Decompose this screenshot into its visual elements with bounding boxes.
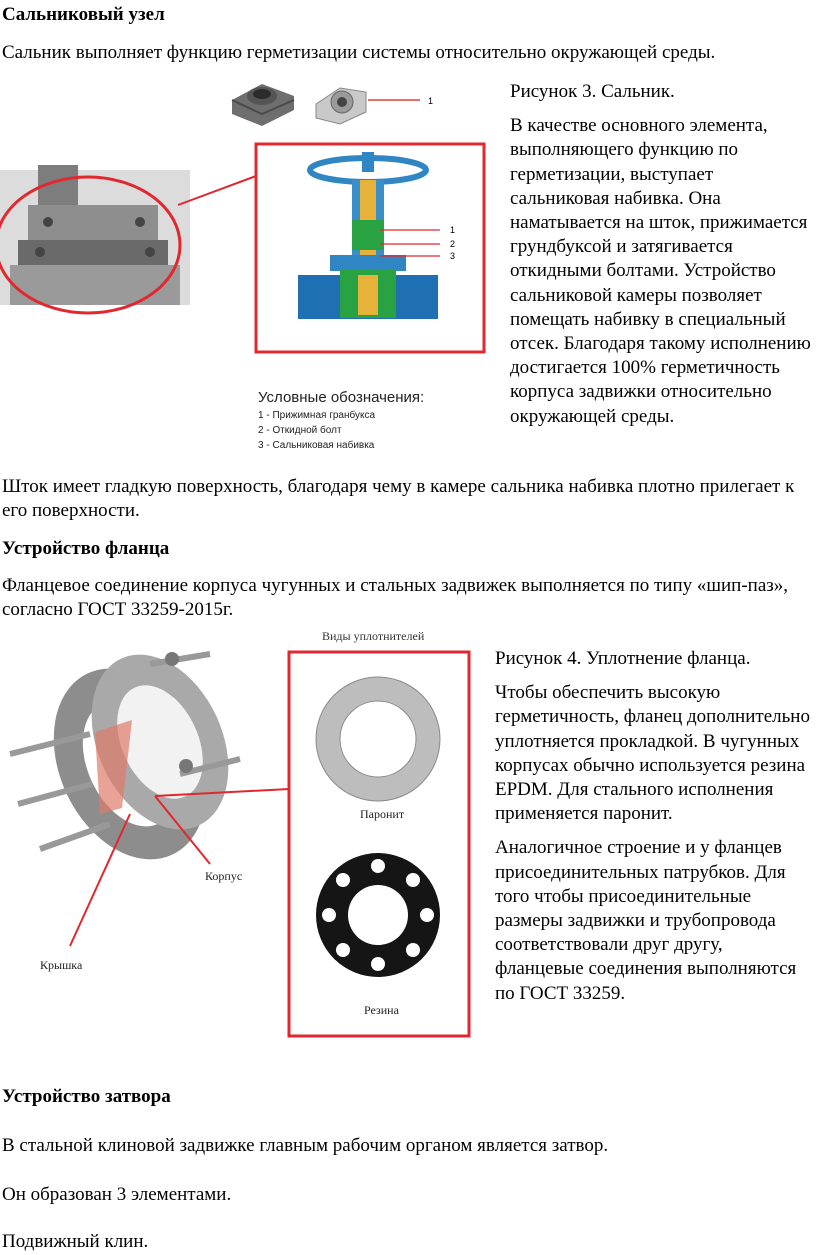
section-heading-gland: Сальниковый узел bbox=[2, 4, 165, 25]
figure-caption: Рисунок 4. Уплотнение фланца. bbox=[495, 648, 751, 669]
label-cover: Крышка bbox=[40, 958, 83, 972]
figure-flange: Виды уплотнителей Паронит Резина bbox=[0, 624, 485, 1044]
callout-3: 3 bbox=[450, 251, 455, 261]
paragraph-flange-seal: Чтобы обеспечить высокую герметичность, … bbox=[495, 682, 810, 825]
figure4-text-column: Рисунок 4. Уплотнение фланца. Чтобы обес… bbox=[495, 647, 815, 1016]
label-body: Корпус bbox=[205, 869, 242, 883]
label-paronit: Паронит bbox=[360, 807, 405, 821]
label-rubber: Резина bbox=[364, 1003, 400, 1017]
gland-part-icon bbox=[231, 84, 295, 126]
section-heading-gate: Устройство затвора bbox=[2, 1086, 171, 1107]
paragraph-gland-packing: В качестве основного элемента, выполняющ… bbox=[510, 115, 811, 427]
paragraph-stem: Шток имеет гладкую поверхность, благодар… bbox=[2, 476, 795, 521]
paragraph-gate-main: В стальной клиновой задвижке главным раб… bbox=[2, 1135, 609, 1156]
section-heading-flange: Устройство фланца bbox=[2, 538, 170, 559]
paragraph-wedge: Подвижный клин. bbox=[2, 1231, 149, 1252]
rubber-gasket bbox=[316, 853, 440, 977]
figure-gland: 1 bbox=[0, 70, 500, 460]
legend-item: 1 - Прижимная гранбукса bbox=[258, 409, 375, 421]
legend-title: Условные обозначения: bbox=[258, 389, 424, 406]
paragraph-flange-intro: Фланцевое соединение корпуса чугунных и … bbox=[2, 575, 789, 620]
valve-photo bbox=[0, 165, 190, 305]
valve-section-drawing bbox=[298, 152, 438, 319]
callout-1: 1 bbox=[450, 225, 455, 235]
callout-2: 2 bbox=[450, 239, 455, 249]
callout-top-number: 1 bbox=[428, 96, 433, 106]
bearing-part-icon bbox=[315, 87, 367, 125]
flange-assembly bbox=[9, 651, 241, 860]
figure-caption: Рисунок 3. Сальник. bbox=[510, 81, 675, 102]
legend-item: 3 - Сальниковая набивка bbox=[258, 439, 375, 451]
paragraph-gate-elements: Он образован 3 элементами. bbox=[2, 1184, 232, 1205]
paragraph-gland-intro: Сальник выполняет функцию герметизации с… bbox=[2, 42, 716, 63]
paragraph-flange-standard: Аналогичное строение и у фланцев присоед… bbox=[495, 837, 797, 1004]
highlight-circle bbox=[0, 175, 182, 315]
figure3-text-column: Рисунок 3. Сальник. В качестве основного… bbox=[510, 80, 816, 439]
seals-title: Виды уплотнителей bbox=[322, 629, 425, 643]
legend-item: 2 - Откидной болт bbox=[258, 424, 342, 436]
